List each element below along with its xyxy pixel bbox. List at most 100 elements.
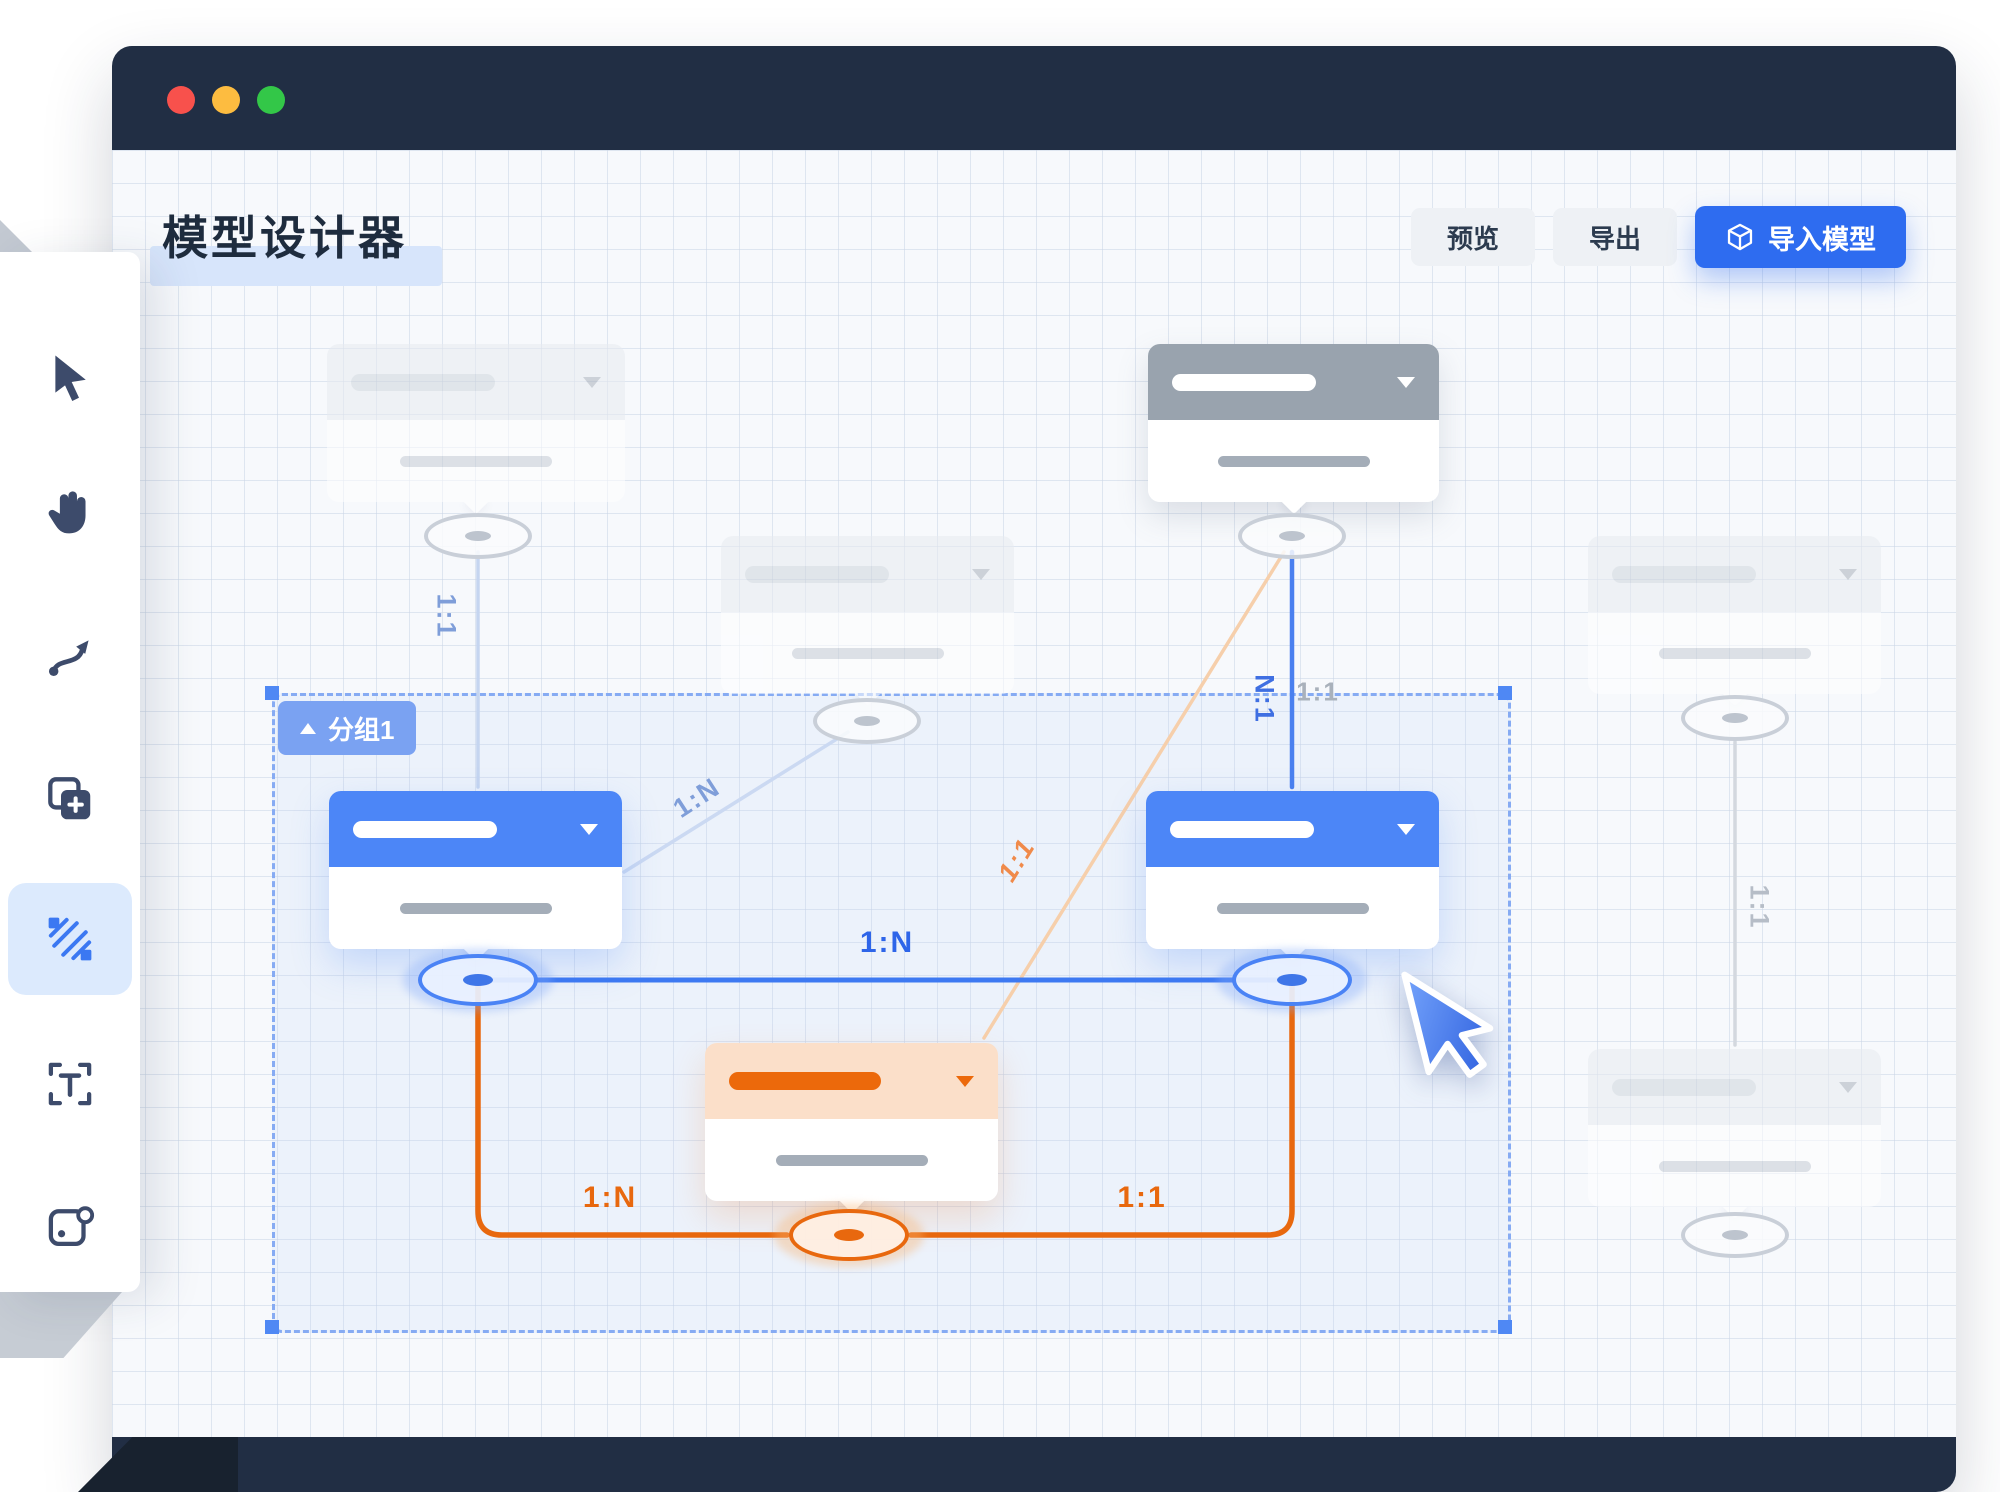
chevron-down-icon[interactable] bbox=[1839, 568, 1857, 580]
tool-sidebar bbox=[0, 252, 140, 1292]
connector-icon bbox=[48, 640, 89, 677]
node-header bbox=[327, 344, 625, 420]
window-bottombar bbox=[112, 1437, 1956, 1492]
field-placeholder bbox=[1217, 455, 1370, 467]
tool-add-node[interactable] bbox=[14, 743, 126, 855]
sidebar-bottom-flap bbox=[0, 1292, 122, 1358]
import-model-button[interactable]: 导入模型 bbox=[1695, 206, 1906, 268]
field-placeholder bbox=[1658, 1160, 1811, 1172]
node-header bbox=[1588, 1049, 1881, 1125]
edge-orange-diagonal[interactable] bbox=[982, 550, 1286, 1040]
model-node-top-left[interactable] bbox=[327, 344, 625, 502]
sidebar-top-flap bbox=[0, 220, 34, 254]
tool-text-select[interactable] bbox=[14, 1028, 126, 1140]
model-node-right[interactable] bbox=[1588, 536, 1881, 694]
model-node-top-right[interactable] bbox=[1148, 344, 1439, 502]
title-placeholder bbox=[1170, 820, 1314, 838]
model-node-bottom-right[interactable] bbox=[1588, 1049, 1881, 1207]
chevron-down-icon[interactable] bbox=[972, 568, 990, 580]
group-label-text: 分组1 bbox=[328, 714, 395, 745]
close-button[interactable] bbox=[167, 86, 195, 114]
node-header bbox=[705, 1043, 998, 1119]
model-cube-icon bbox=[1727, 223, 1753, 251]
group-label[interactable]: 分组1 bbox=[278, 701, 417, 755]
edge-label-left-vertical: 1:1 bbox=[431, 593, 462, 639]
chevron-down-icon[interactable] bbox=[956, 1075, 974, 1087]
title-placeholder bbox=[1172, 373, 1316, 391]
hand-icon bbox=[48, 491, 86, 534]
edge-label-orange-right: 1:1 bbox=[1117, 1181, 1167, 1214]
node-header bbox=[1588, 536, 1881, 612]
node-header bbox=[721, 536, 1014, 612]
edge-orange-right[interactable] bbox=[908, 981, 1295, 1238]
node-body bbox=[1148, 420, 1439, 502]
export-button[interactable]: 导出 bbox=[1552, 208, 1677, 266]
node-header bbox=[1146, 791, 1439, 867]
field-placeholder bbox=[775, 1154, 928, 1166]
maximize-button[interactable] bbox=[257, 86, 285, 114]
title-placeholder bbox=[351, 373, 495, 391]
field-placeholder bbox=[1216, 902, 1369, 914]
edge-label-orange-left: 1:N bbox=[582, 1181, 638, 1214]
tool-pan-hand[interactable] bbox=[14, 456, 126, 568]
selection-handle-top-left[interactable] bbox=[265, 686, 279, 700]
title-placeholder bbox=[353, 820, 497, 838]
slice-icon bbox=[48, 917, 92, 961]
chevron-down-icon[interactable] bbox=[1839, 1081, 1857, 1093]
node-body bbox=[705, 1119, 998, 1201]
preview-button[interactable]: 预览 bbox=[1410, 208, 1535, 266]
field-placeholder bbox=[791, 647, 944, 659]
edge-blue-diagonal[interactable] bbox=[622, 730, 850, 874]
selection-handle-bottom-left[interactable] bbox=[265, 1320, 279, 1334]
import-model-label: 导入模型 bbox=[1768, 224, 1876, 255]
tool-frame[interactable] bbox=[14, 1171, 126, 1283]
node-body bbox=[1588, 612, 1881, 694]
cursor-icon bbox=[55, 355, 86, 401]
edge-label-blue-horizontal: 1:N bbox=[859, 926, 915, 959]
model-designer-canvas[interactable]: 模型设计器 预览 导出 导入模型 bbox=[112, 150, 1956, 1437]
node-body bbox=[329, 867, 622, 949]
node-body bbox=[327, 420, 625, 502]
edge-label-center-vertical: N:1 bbox=[1249, 674, 1280, 724]
edges-layer bbox=[475, 549, 1737, 1238]
chevron-down-icon[interactable] bbox=[583, 376, 601, 388]
frame-icon bbox=[48, 1206, 95, 1247]
chevron-down-icon[interactable] bbox=[580, 823, 598, 835]
title-placeholder bbox=[1612, 1078, 1756, 1096]
node-header bbox=[329, 791, 622, 867]
title-placeholder bbox=[1612, 565, 1756, 583]
edge-label-center-secondary: 1:1 bbox=[1296, 676, 1340, 707]
edge-orange-left[interactable] bbox=[475, 981, 790, 1238]
node-header bbox=[1148, 344, 1439, 420]
tool-select-cursor[interactable] bbox=[14, 322, 126, 434]
node-body bbox=[721, 612, 1014, 694]
title-placeholder bbox=[745, 565, 889, 583]
model-node-blue-right[interactable] bbox=[1146, 791, 1439, 949]
mouse-cursor-icon bbox=[1401, 971, 1494, 1078]
title-placeholder bbox=[729, 1072, 881, 1090]
model-node-orange[interactable] bbox=[705, 1043, 998, 1201]
node-body bbox=[1588, 1125, 1881, 1207]
page-title: 模型设计器 bbox=[162, 212, 407, 264]
app-window: 模型设计器 预览 导出 导入模型 bbox=[112, 46, 1956, 1492]
minimize-button[interactable] bbox=[212, 86, 240, 114]
model-node-top-center[interactable] bbox=[721, 536, 1014, 694]
laptop-base bbox=[78, 1437, 238, 1492]
node-body bbox=[1146, 867, 1439, 949]
chevron-down-icon[interactable] bbox=[1397, 376, 1415, 388]
add-node-icon bbox=[48, 777, 91, 820]
window-titlebar bbox=[112, 46, 1956, 150]
header-actions: 预览 导出 导入模型 bbox=[1410, 206, 1906, 268]
page-title-wrap: 模型设计器 bbox=[150, 202, 442, 286]
selection-handle-top-right[interactable] bbox=[1498, 686, 1512, 700]
group-collapse-icon bbox=[300, 722, 316, 734]
tool-connector[interactable] bbox=[14, 599, 126, 711]
tool-slice-select[interactable] bbox=[8, 883, 132, 995]
selection-handle-bottom-right[interactable] bbox=[1498, 1320, 1512, 1334]
chevron-down-icon[interactable] bbox=[1397, 823, 1415, 835]
model-node-blue-left[interactable] bbox=[329, 791, 622, 949]
title-highlight bbox=[150, 246, 442, 286]
field-placeholder bbox=[400, 455, 552, 467]
field-placeholder bbox=[399, 902, 552, 914]
edge-label-right-vertical: 1:1 bbox=[1744, 884, 1775, 930]
